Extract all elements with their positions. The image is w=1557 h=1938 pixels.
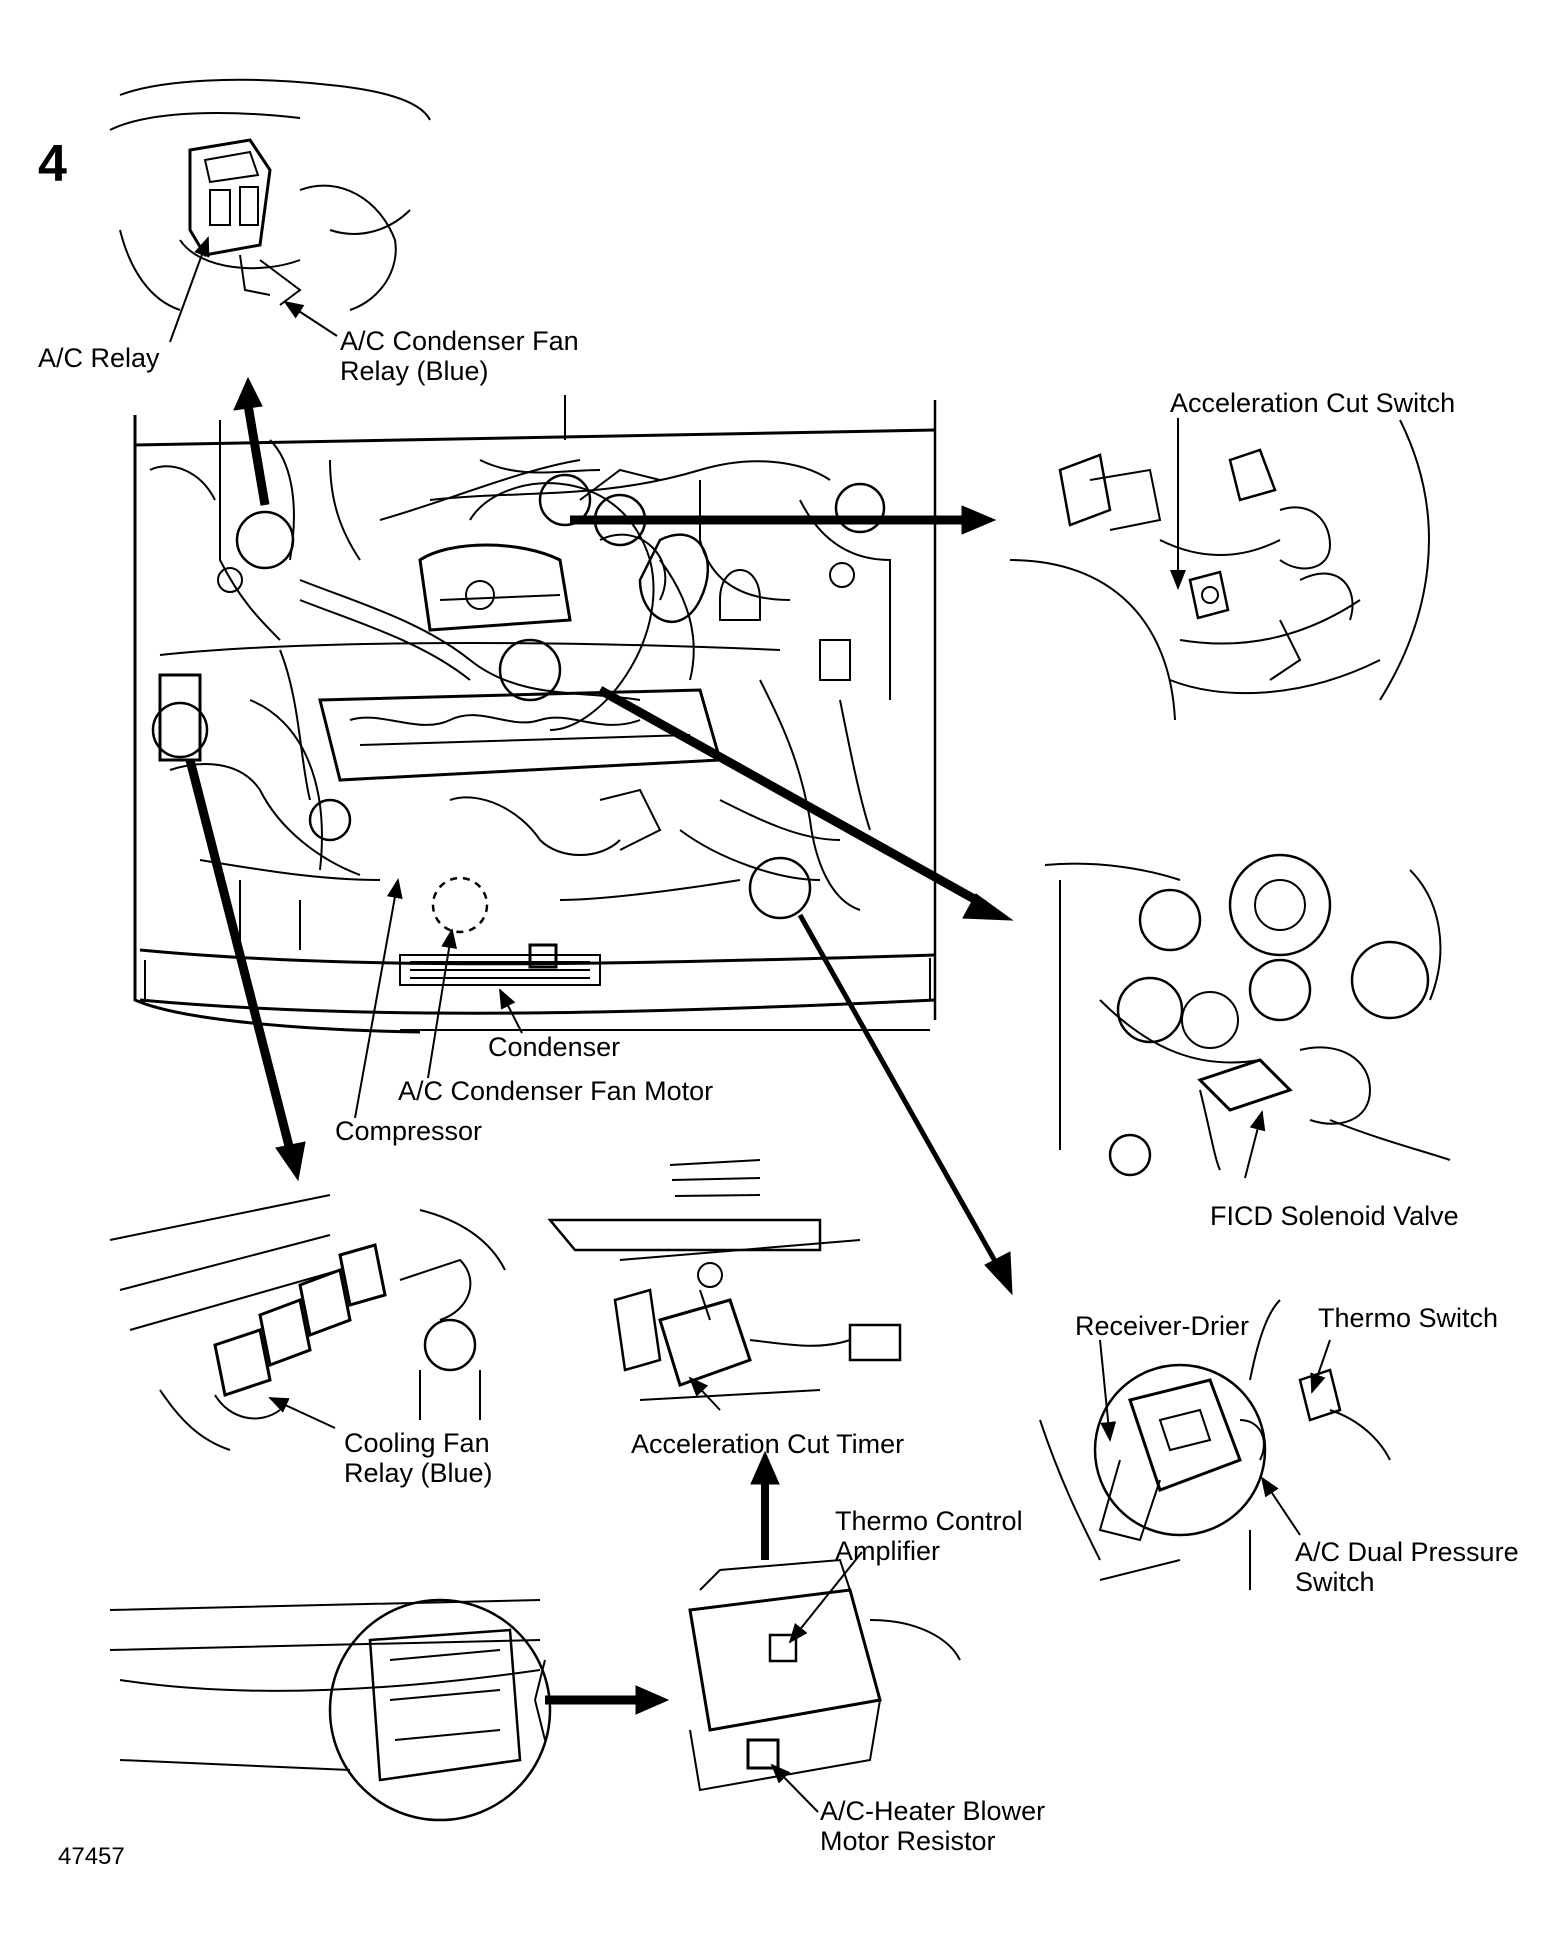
leader-blower-resistor <box>770 1763 819 1813</box>
label-ac-condenser-fan-relay-line1: A/C Condenser Fan <box>340 326 579 356</box>
leader-thermo-switch <box>1310 1339 1331 1394</box>
leader-condenser <box>499 988 523 1034</box>
acceleration-cut-timer-inset-drawing <box>547 1159 902 1401</box>
arrow-to-relay-inset <box>233 376 270 506</box>
label-cooling-fan-relay-line1: Cooling Fan <box>344 1428 490 1458</box>
label-ac-condenser-fan-relay-line2: Relay (Blue) <box>340 356 489 386</box>
arrow-to-accel-cut-switch <box>570 505 997 535</box>
label-blower-motor-resistor-line1: A/C-Heater Blower <box>820 1796 1046 1826</box>
engine-bay-drawing <box>133 395 937 1034</box>
relay-inset-drawing <box>109 78 431 311</box>
label-ac-relay: A/C Relay <box>38 343 160 373</box>
leader-accel-cut-timer <box>688 1376 721 1411</box>
label-receiver-drier: Receiver-Drier <box>1075 1311 1250 1341</box>
arrow-to-accel-cut-timer <box>750 1450 780 1560</box>
leader-cooling-fan-relay <box>268 1397 336 1429</box>
label-acceleration-cut-timer: Acceleration Cut Timer <box>631 1429 905 1459</box>
leader-thermo-amplifier <box>788 1551 863 1644</box>
label-cooling-fan-relay-line2: Relay (Blue) <box>344 1458 493 1488</box>
thermo-amplifier-inset-drawing <box>688 1558 961 1792</box>
arrow-to-receiver-drier <box>797 913 1013 1296</box>
label-blower-motor-resistor-line2: Motor Resistor <box>820 1826 996 1856</box>
label-thermo-control-amplifier: Thermo Control Amplifier <box>835 1506 1023 1566</box>
leader-ac-relay <box>169 236 210 343</box>
ficd-solenoid-inset-drawing <box>1044 853 1451 1177</box>
arrow-to-ficd-valve <box>597 686 1014 921</box>
leader-receiver-drier <box>1099 1339 1117 1442</box>
figure-code: 47457 <box>58 1843 125 1870</box>
cooling-fan-relay-inset-drawing <box>109 1194 506 1451</box>
figure-number: 4 <box>38 135 67 193</box>
leader-condenser-fan-motor <box>427 928 458 1079</box>
label-ac-condenser-fan-relay: A/C Condenser Fan Relay (Blue) <box>340 326 579 386</box>
leader-dual-pressure-switch <box>1260 1476 1301 1536</box>
label-ficd-solenoid-valve: FICD Solenoid Valve <box>1210 1201 1459 1231</box>
receiver-drier-inset-drawing <box>1039 1299 1391 1590</box>
dashboard-inset-drawing <box>109 1598 552 1822</box>
label-condenser: Condenser <box>488 1032 621 1062</box>
arrow-to-thermo-amplifier <box>545 1685 670 1715</box>
leader-condenser-fan-relay <box>283 300 338 337</box>
label-ac-dual-pressure-switch: A/C Dual Pressure Switch <box>1295 1537 1519 1597</box>
label-compressor: Compressor <box>335 1116 483 1146</box>
label-thermo-control-amplifier-line1: Thermo Control <box>835 1506 1023 1536</box>
label-acceleration-cut-switch: Acceleration Cut Switch <box>1170 388 1456 418</box>
label-ac-dual-pressure-switch-line1: A/C Dual Pressure <box>1295 1537 1519 1567</box>
acceleration-cut-switch-inset-drawing <box>1009 419 1430 721</box>
label-ac-condenser-fan-motor: A/C Condenser Fan Motor <box>398 1076 714 1106</box>
callout-arrows <box>185 376 1014 1715</box>
label-blower-motor-resistor: A/C-Heater Blower Motor Resistor <box>820 1796 1045 1856</box>
label-cooling-fan-relay: Cooling Fan Relay (Blue) <box>344 1428 493 1488</box>
leader-ficd-valve <box>1244 1110 1266 1179</box>
arrow-to-cooling-fan-relay <box>185 758 306 1182</box>
leader-lines <box>169 236 1331 1813</box>
label-thermo-switch: Thermo Switch <box>1318 1303 1499 1333</box>
label-thermo-control-amplifier-line2: Amplifier <box>835 1536 941 1566</box>
leader-compressor <box>354 878 403 1119</box>
label-ac-dual-pressure-switch-line2: Switch <box>1295 1567 1375 1597</box>
